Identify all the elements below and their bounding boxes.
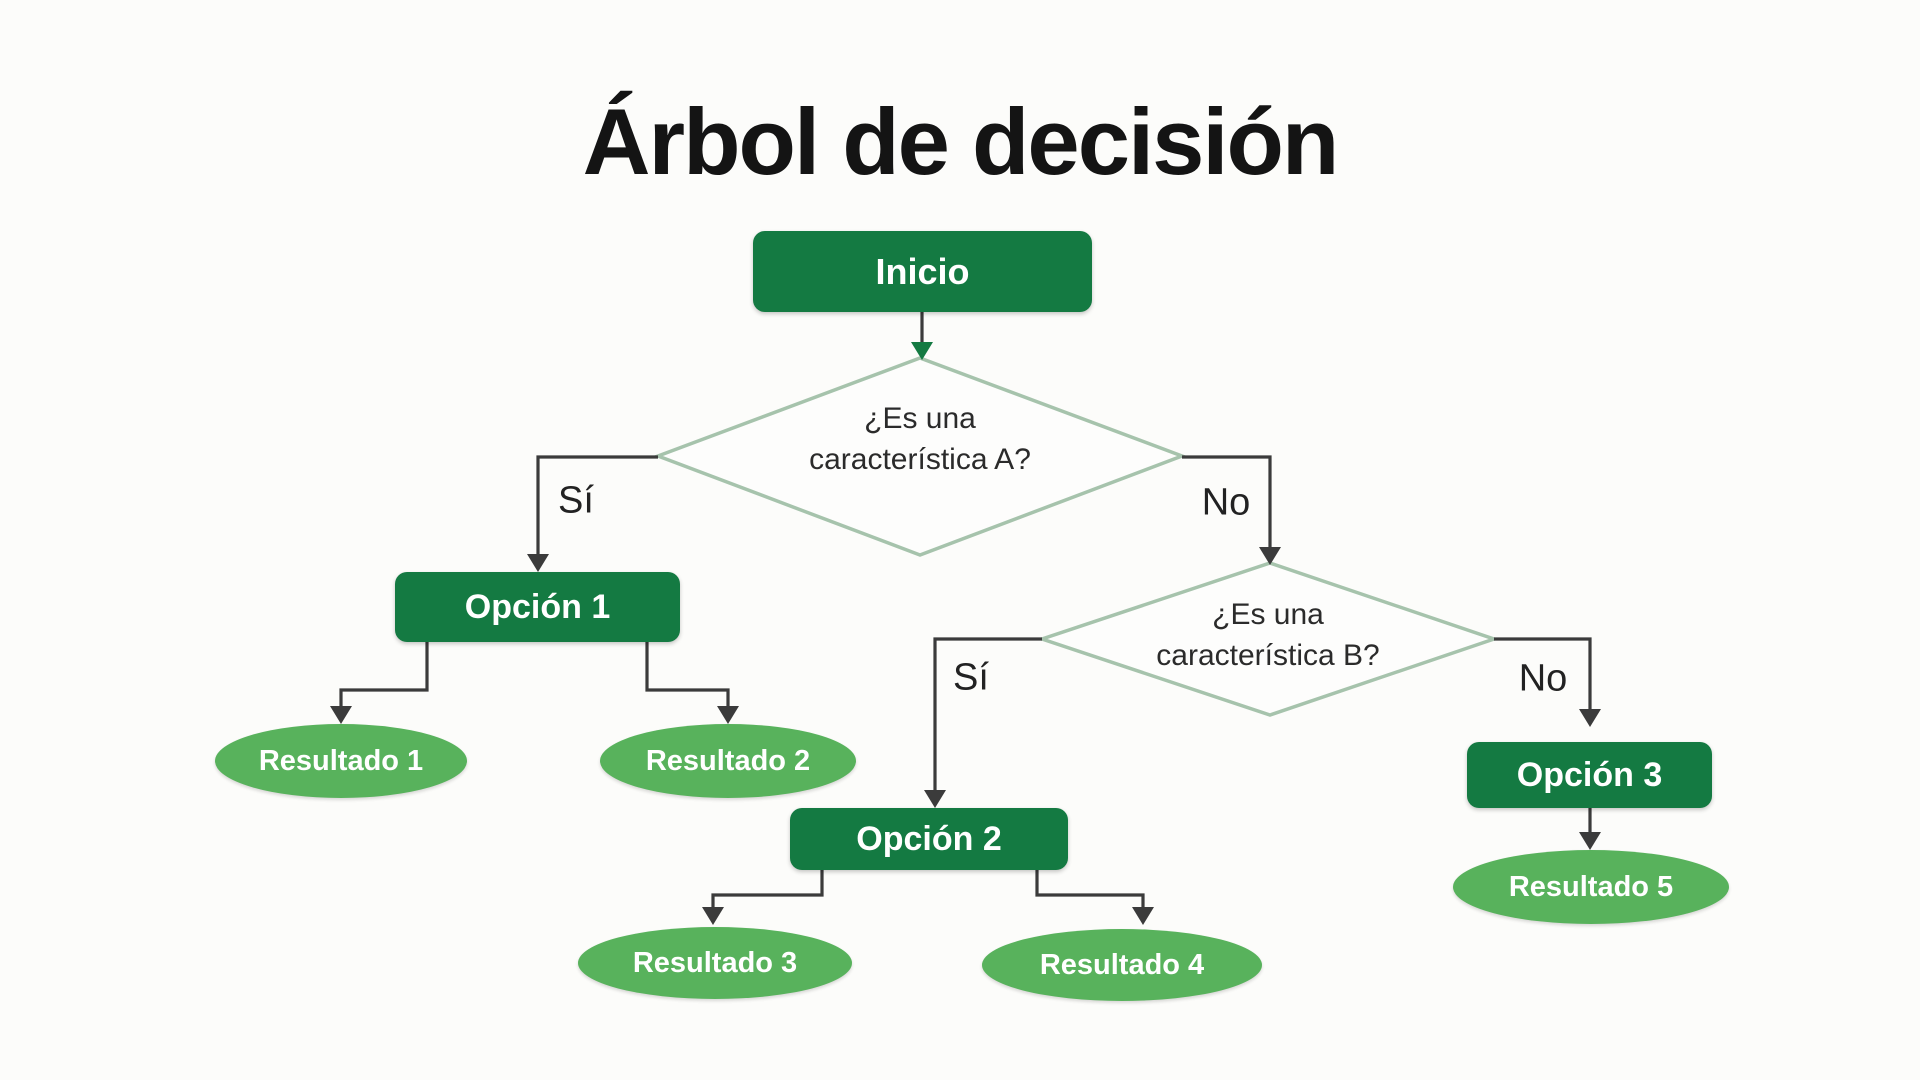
arrowhead-res2 <box>717 706 739 724</box>
edge-label-b-no: No <box>1518 657 1568 700</box>
result-4-node: Resultado 4 <box>982 929 1262 1001</box>
arrowhead-a-no <box>1259 547 1281 565</box>
edge-opcion1-res1 <box>339 642 429 708</box>
decision-a-line1: ¿Es una <box>864 402 976 435</box>
decision-b-line1: ¿Es una <box>1212 598 1324 631</box>
edge-a-no <box>1182 455 1272 549</box>
arrowhead-b-no <box>1579 709 1601 727</box>
edge-opcion1-res2 <box>645 642 730 708</box>
result-3-label: Resultado 3 <box>632 946 798 979</box>
arrowhead-res3 <box>702 907 724 925</box>
arrowhead-res5 <box>1579 832 1601 850</box>
edge-a-yes <box>536 455 658 556</box>
decision-a-line2: característica A? <box>809 443 1031 477</box>
page-title: Árbol de decisión <box>582 89 1340 194</box>
edge-b-no <box>1494 637 1592 711</box>
edge-label-a-yes: Sí <box>558 479 594 522</box>
arrowhead-inicio-green <box>911 342 933 360</box>
edge-b-yes <box>933 637 1042 792</box>
result-2-node: Resultado 2 <box>600 724 856 798</box>
edge-label-b-yes: Sí <box>953 656 989 699</box>
start-node-label: Inicio <box>875 250 970 292</box>
arrowhead-res1 <box>330 706 352 724</box>
arrowhead-res4 <box>1132 907 1154 925</box>
decision-a-question: ¿Es una característica A? <box>720 398 1120 481</box>
edge-label-a-no: No <box>1201 481 1251 524</box>
result-1-label: Resultado 1 <box>258 744 424 777</box>
arrowhead-b-yes <box>924 790 946 808</box>
result-2-label: Resultado 2 <box>645 744 811 777</box>
option-1-node: Opción 1 <box>395 572 680 642</box>
decision-b-diamond <box>1036 561 1500 717</box>
result-1-node: Resultado 1 <box>215 724 467 798</box>
decision-a-diamond <box>653 356 1187 557</box>
arrowhead-a-yes <box>527 554 549 572</box>
edge-opcion2-res4 <box>1035 870 1145 909</box>
option-3-node: Opción 3 <box>1467 742 1712 808</box>
decision-b-question: ¿Es una característica B? <box>1068 594 1468 677</box>
result-5-label: Resultado 5 <box>1508 870 1674 903</box>
option-2-node: Opción 2 <box>790 808 1068 870</box>
result-3-node: Resultado 3 <box>578 927 852 999</box>
option-1-label: Opción 1 <box>464 587 611 626</box>
option-3-label: Opción 3 <box>1516 755 1663 794</box>
start-node: Inicio <box>753 231 1092 312</box>
option-2-label: Opción 2 <box>856 819 1002 858</box>
edge-opcion2-res3 <box>711 870 824 909</box>
connector-lines <box>339 312 1592 909</box>
decision-b-line2: característica B? <box>1156 639 1380 673</box>
result-4-label: Resultado 4 <box>1039 948 1205 981</box>
arrowheads <box>330 342 1601 925</box>
result-5-node: Resultado 5 <box>1453 850 1729 924</box>
